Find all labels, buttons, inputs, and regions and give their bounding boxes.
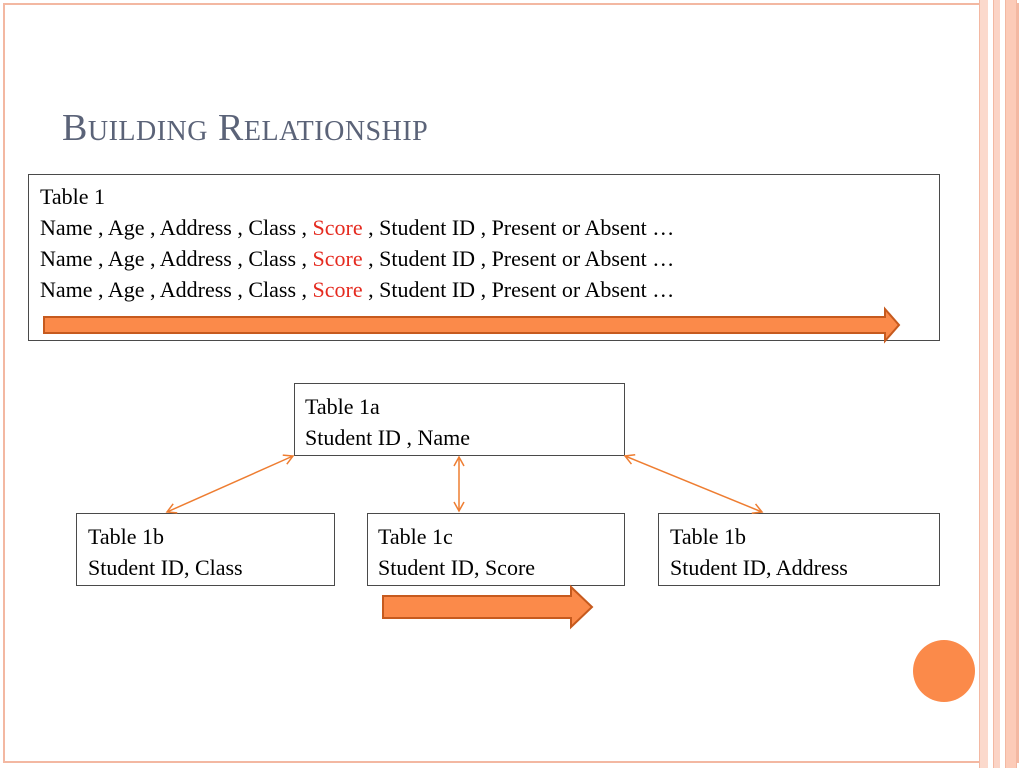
decorative-stripe — [993, 0, 1001, 768]
decorative-stripe — [979, 0, 989, 768]
table1b-class-heading: Table 1b — [88, 524, 165, 549]
table1-heading: Table 1 — [40, 184, 106, 209]
title-word1-initial: B — [62, 107, 88, 149]
table1c-heading: Table 1c — [378, 524, 453, 549]
table1-row: Name , Age , Address , Class , Score , S… — [40, 212, 928, 243]
row-score-highlight: Score — [312, 215, 363, 240]
row-fields-before: Name , Age , Address , Class , — [40, 215, 313, 240]
title-word1-rest: uilding — [87, 116, 208, 147]
row-score-highlight: Score — [312, 277, 363, 302]
table1b-class-fields: Student ID, Class — [88, 555, 243, 580]
table1c-fields: Student ID, Score — [378, 555, 536, 580]
table1c-flow-arrow — [382, 584, 594, 630]
table1b-address-fields: Student ID, Address — [670, 555, 848, 580]
table1a-box: Table 1a Student ID , Name — [294, 383, 625, 456]
connector-1a-1b-address — [623, 454, 764, 514]
slide-border — [3, 3, 1019, 763]
table1-row: Name , Age , Address , Class , Score , S… — [40, 274, 928, 305]
decorative-stripe — [1005, 0, 1017, 768]
row-fields-after: , Student ID , Present or Absent … — [362, 246, 675, 271]
table1a-heading: Table 1a — [305, 394, 380, 419]
table1-box: Table 1 Name , Age , Address , Class , S… — [28, 174, 940, 341]
row-fields-after: , Student ID , Present or Absent … — [362, 277, 675, 302]
table1-row: Name , Age , Address , Class , Score , S… — [40, 243, 928, 274]
table1c-box: Table 1c Student ID, Score — [367, 513, 625, 586]
table1b-address-box: Table 1b Student ID, Address — [658, 513, 940, 586]
table1b-address-heading: Table 1b — [670, 524, 747, 549]
row-fields-before: Name , Age , Address , Class , — [40, 246, 313, 271]
decorative-stripe — [988, 0, 993, 768]
table1a-fields: Student ID , Name — [305, 425, 470, 450]
decorative-stripe — [1000, 0, 1005, 768]
connector-1a-1b-class — [165, 454, 295, 514]
slide-title: Building Relationship — [62, 106, 428, 150]
title-word2-rest: elationship — [243, 116, 429, 147]
table1-flow-arrow — [43, 306, 901, 344]
decorative-circle — [913, 640, 975, 702]
title-word2-initial: R — [218, 107, 244, 149]
row-score-highlight: Score — [312, 246, 363, 271]
table1b-class-box: Table 1b Student ID, Class — [76, 513, 335, 586]
row-fields-after: , Student ID , Present or Absent … — [362, 215, 675, 240]
row-fields-before: Name , Age , Address , Class , — [40, 277, 313, 302]
